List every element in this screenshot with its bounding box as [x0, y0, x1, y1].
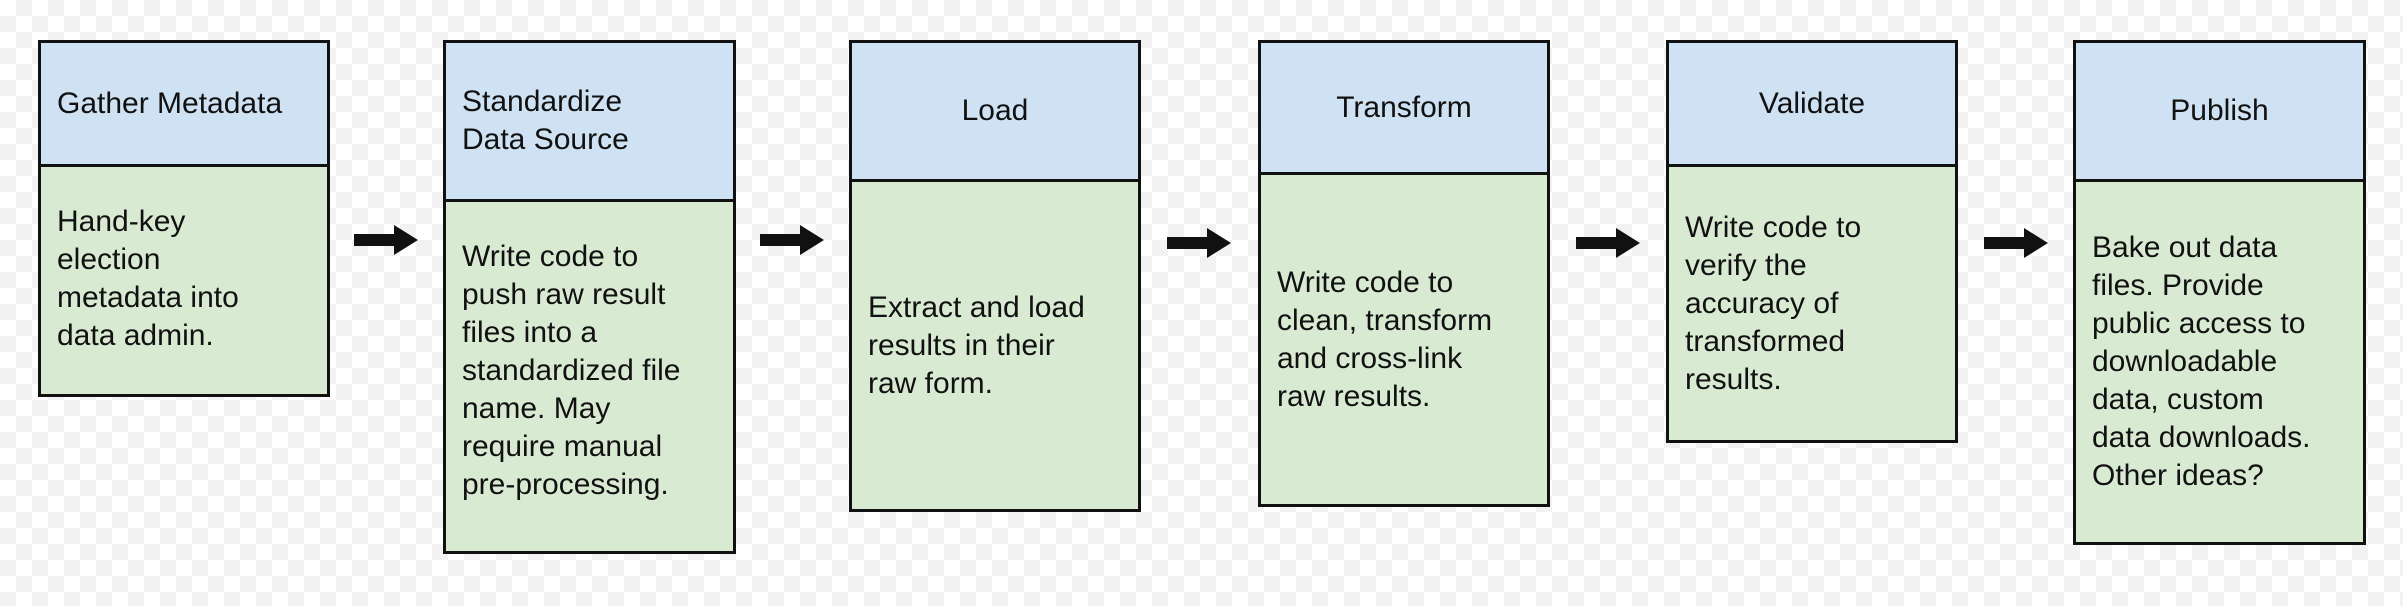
step-gather-metadata-header: Gather Metadata [38, 40, 330, 167]
step-validate-header: Validate [1666, 40, 1958, 167]
right-arrow-icon [760, 225, 824, 255]
step-publish-description: Bake out data files. Provide public acce… [2092, 231, 2311, 492]
step-load-description: Extract and load results in their raw fo… [868, 290, 1085, 400]
step-load-title: Load [961, 94, 1029, 127]
step-standardize-data-source-body: Write code to push raw result files into… [443, 199, 736, 554]
step-standardize-data-source-description: Write code to push raw result files into… [462, 240, 681, 501]
right-arrow-icon [1576, 228, 1640, 258]
right-arrow-icon [1984, 228, 2048, 258]
step-transform-description: Write code to clean, transform and cross… [1277, 265, 1493, 413]
step-publish-title: Publish [2170, 94, 2269, 127]
step-validate-body: Write code to verify the accuracy of tra… [1666, 164, 1958, 443]
step-transform: Transform Write code to clean, transform… [1258, 40, 1550, 507]
step-standardize-data-source: Standardize Data Source Write code to pu… [443, 40, 736, 554]
step-standardize-data-source-title: Standardize Data Source [462, 85, 629, 156]
step-gather-metadata-title: Gather Metadata [57, 86, 283, 120]
step-validate-title: Validate [1758, 86, 1866, 120]
step-publish: Publish Bake out data files. Provide pub… [2073, 40, 2366, 545]
step-load: Load Extract and load results in their r… [849, 40, 1141, 512]
step-gather-metadata-body: Hand-key election metadata into data adm… [38, 164, 330, 397]
step-validate: Validate Write code to verify the accura… [1666, 40, 1958, 443]
right-arrow-icon [354, 225, 418, 255]
step-gather-metadata-description: Hand-key election metadata into data adm… [57, 205, 239, 352]
step-standardize-data-source-header: Standardize Data Source [443, 40, 736, 202]
step-load-body: Extract and load results in their raw fo… [849, 179, 1141, 512]
step-publish-body: Bake out data files. Provide public acce… [2073, 179, 2366, 545]
step-transform-title: Transform [1336, 90, 1472, 124]
step-publish-header: Publish [2073, 40, 2366, 182]
step-validate-description: Write code to verify the accuracy of tra… [1685, 210, 1862, 396]
step-transform-header: Transform [1258, 40, 1550, 175]
right-arrow-icon [1167, 228, 1231, 258]
step-gather-metadata: Gather Metadata Hand-key election metada… [38, 40, 330, 397]
step-transform-body: Write code to clean, transform and cross… [1258, 172, 1550, 507]
step-load-header: Load [849, 40, 1141, 182]
